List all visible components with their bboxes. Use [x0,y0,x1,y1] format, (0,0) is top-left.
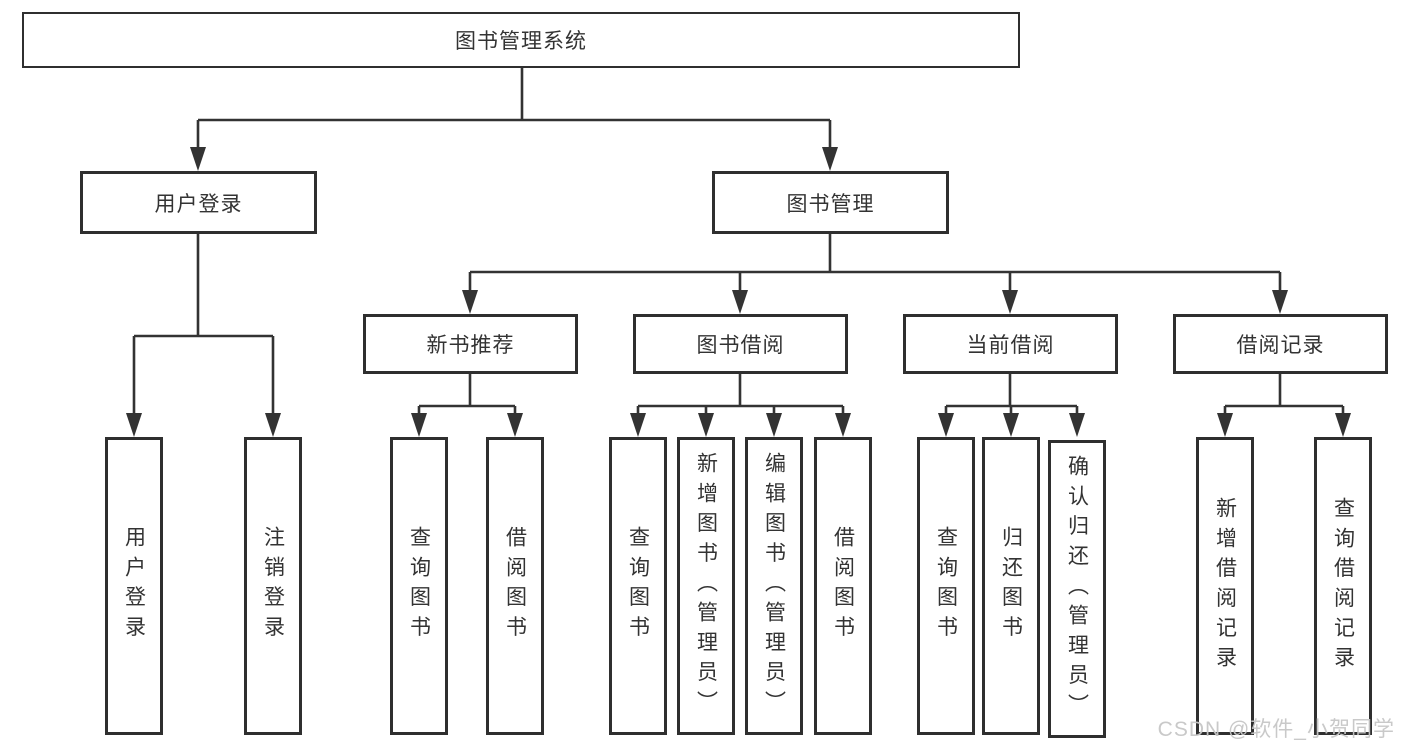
leaf-cb-query-books: 查询图书 [917,437,975,735]
node-new-book-rec-label: 新书推荐 [426,334,515,357]
node-borrow-record: 借阅记录 [1173,314,1388,374]
node-root-label: 图书管理系统 [455,30,587,53]
leaf-label: 借阅图书 [503,526,527,646]
leaf-rec-borrow-books: 借阅图书 [486,437,544,735]
leaf-label: 新增借阅记录 [1213,496,1237,676]
connector-book-mgmt [462,234,1288,314]
node-user-login-label: 用户登录 [154,192,243,216]
leaf-cb-confirm-return-admin: 确认归还（管理员） [1048,440,1106,738]
leaf-bb-borrow-books: 借阅图书 [814,437,872,735]
leaf-br-query-record: 查询借阅记录 [1314,437,1372,735]
node-borrow-record-label: 借阅记录 [1236,334,1325,357]
leaf-bb-query-books: 查询图书 [609,437,667,735]
leaf-label: 注销登录 [261,526,285,646]
leaf-bb-add-books-admin: 新增图书（管理员） [677,437,735,735]
node-book-borrow-label: 图书借阅 [696,334,785,357]
leaf-label: 查询借阅记录 [1331,496,1355,676]
connector-current-borrow [938,374,1085,437]
node-new-book-rec: 新书推荐 [363,314,578,374]
leaf-label: 用户登录 [122,526,146,646]
node-book-mgmt: 图书管理 [712,171,949,234]
node-current-borrow-label: 当前借阅 [966,334,1055,357]
leaf-label: 借阅图书 [831,526,855,646]
node-user-login: 用户登录 [80,171,317,234]
watermark: CSDN @软件_小贺同学 [1157,718,1395,741]
leaf-label: 编辑图书（管理员） [762,451,786,721]
leaf-user-login: 用户登录 [105,437,163,735]
leaf-label: 查询图书 [407,526,431,646]
node-current-borrow: 当前借阅 [903,314,1118,374]
leaf-label: 查询图书 [626,526,650,646]
leaf-cb-return-books: 归还图书 [982,437,1040,735]
leaf-label: 新增图书（管理员） [694,451,718,721]
leaf-br-add-record: 新增借阅记录 [1196,437,1254,735]
connector-borrow-record [1217,374,1351,437]
leaf-label: 查询图书 [934,526,958,646]
leaf-label: 归还图书 [999,526,1023,646]
connector-new-book-rec [411,374,523,437]
node-book-mgmt-label: 图书管理 [786,192,875,216]
connector-book-borrow [630,374,851,437]
leaf-bb-edit-books-admin: 编辑图书（管理员） [745,437,803,735]
node-book-borrow: 图书借阅 [633,314,848,374]
leaf-rec-query-books: 查询图书 [390,437,448,735]
leaf-label: 确认归还（管理员） [1065,454,1089,724]
node-root: 图书管理系统 [22,12,1020,68]
connector-root [190,68,838,171]
leaf-logout: 注销登录 [244,437,302,735]
connector-user-login [126,234,281,437]
